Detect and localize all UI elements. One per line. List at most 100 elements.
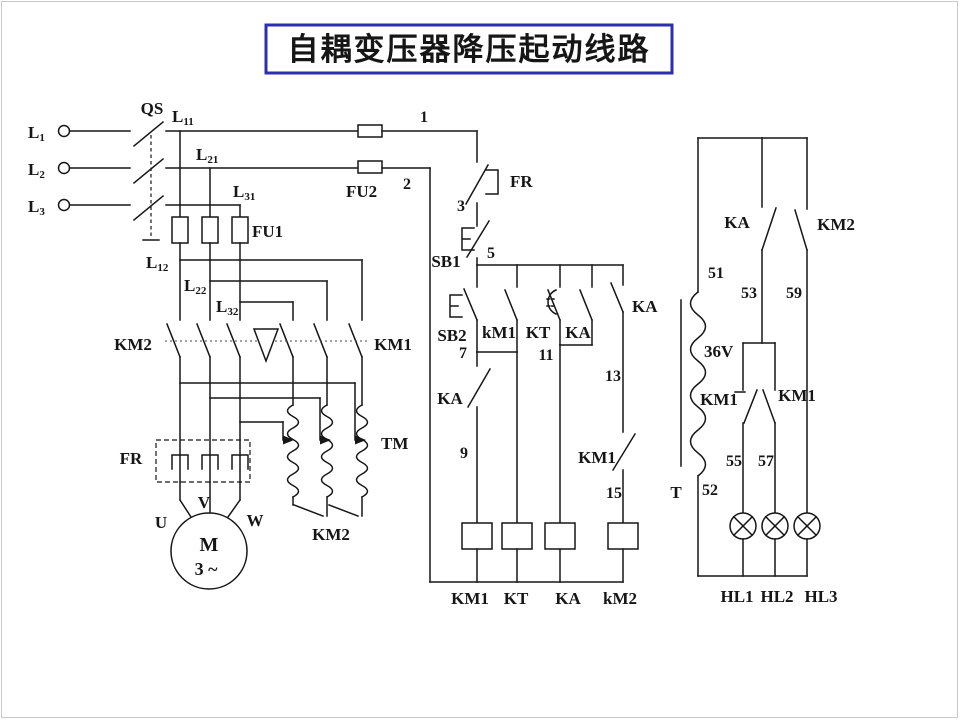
label-V: V: [198, 493, 211, 512]
node-59: 59: [786, 285, 802, 302]
ka-hold-contact: KA 13: [605, 264, 658, 433]
lamp-km1-changeover: KM1 KM1 55 57: [700, 342, 816, 514]
star-contacts-KM2: KM2: [292, 496, 363, 544]
label-FR-contact: FR: [510, 172, 533, 191]
tap-arrow: [355, 435, 366, 445]
node-3: 3: [457, 198, 465, 215]
label-km1-aux: kM1: [482, 323, 516, 342]
label-W: W: [247, 511, 264, 530]
label-lamp-KM2: KM2: [817, 215, 855, 234]
node-1: 1: [420, 109, 428, 126]
terminal-L3: [57, 198, 71, 212]
label-FR-main: FR: [120, 449, 143, 468]
stop-button-SB1: SB1 5: [431, 219, 495, 271]
autotransformer-winding: [286, 403, 300, 499]
ka-nc-contact: KA 9: [437, 351, 492, 524]
tap-wires: [179, 382, 366, 445]
node-52: 52: [702, 482, 718, 499]
lamp-km2-contact: KM2 59: [786, 137, 855, 514]
label-SB2: SB2: [437, 326, 466, 345]
label-FU1: FU1: [252, 222, 283, 241]
label-coil-KA: KA: [555, 589, 581, 608]
terminal-L2: [57, 161, 71, 175]
node-53: 53: [741, 285, 757, 302]
switch-QS: QS: [132, 99, 165, 241]
start-button-SB2: SB2: [437, 264, 478, 353]
label-KM2-main: KM2: [114, 335, 152, 354]
label-L32: L32: [216, 297, 239, 318]
transformer-winding: [689, 290, 707, 478]
coil-KM1: [461, 522, 493, 550]
lamps: HL1 HL2 HL3: [720, 512, 838, 606]
lamp-circuit: 51 36V T 52 KA 53 KM1 KM1: [670, 137, 855, 606]
label-KM1-main: KM1: [374, 335, 412, 354]
km1-nc-contact: KM1 15: [578, 432, 637, 524]
label-coil-kM2: kM2: [603, 589, 637, 608]
main-circuit: KM2 KM1: [114, 323, 412, 590]
kt-contact: KT: [526, 264, 561, 346]
coil-KM2: [607, 522, 639, 550]
motor-type: 3 ~: [195, 559, 219, 579]
tap-arrow: [283, 435, 294, 445]
node-13: 13: [605, 368, 621, 385]
autotransformer-TM: TM: [286, 403, 408, 499]
title-box: 自耦变压器降压起动线路: [264, 23, 674, 75]
label-KA-contact: KA: [565, 323, 591, 342]
label-T: T: [670, 483, 682, 502]
label-km1-right: KM1: [778, 386, 816, 405]
label-TM: TM: [381, 434, 408, 453]
label-coil-KT: KT: [504, 589, 529, 608]
node-11: 11: [538, 347, 553, 364]
label-L3: L3: [28, 197, 45, 218]
km1-aux-contact: kM1: [482, 264, 518, 353]
label-HL2: HL2: [760, 587, 793, 606]
supply-section: L1 L2 L3 QS L11 L21 L31 FU1: [28, 99, 363, 321]
coil-KA: [544, 522, 576, 550]
label-36V: 36V: [704, 342, 734, 361]
autotransformer-winding: [355, 403, 369, 499]
linkage-triangle: [252, 328, 280, 364]
control-circuit: FU2 1 2 FR 3 SB1 5: [346, 109, 658, 608]
control-transformer-T: 51 36V T 52: [670, 137, 734, 577]
motor: U V W M 3 ~: [155, 481, 264, 590]
contactor-KM2-main-poles: KM2: [114, 323, 241, 358]
fuse-FU1: FU1: [171, 216, 283, 244]
label-FU2: FU2: [346, 182, 377, 201]
page-title: 自耦变压器降压起动线路: [288, 32, 651, 67]
thermal-relay-FR: FR: [120, 439, 251, 483]
label-L11: L11: [172, 107, 194, 128]
coil-KT: [501, 522, 533, 550]
label-KT-contact: KT: [526, 323, 551, 342]
label-SB1: SB1: [431, 252, 460, 271]
motor-symbol: M: [200, 534, 219, 556]
title-border: [264, 23, 674, 75]
label-QS: QS: [141, 99, 164, 118]
node-2: 2: [403, 176, 411, 193]
label-L1: L1: [28, 123, 45, 144]
label-L12: L12: [146, 253, 169, 274]
label-lamp-KA: KA: [724, 213, 750, 232]
coils: KM1 KT KA kM2: [451, 522, 639, 608]
node-7: 7: [459, 345, 467, 362]
node-57: 57: [758, 453, 774, 470]
fr-nc-contact: FR 3: [457, 130, 533, 227]
node-9: 9: [460, 445, 468, 462]
label-km1-nc: KM1: [578, 448, 616, 467]
node-55: 55: [726, 453, 742, 470]
autotransformer-winding: [320, 403, 334, 499]
label-KM2-star: KM2: [312, 525, 350, 544]
label-L21: L21: [196, 145, 218, 166]
terminal-L1: [57, 124, 71, 138]
tap-arrow: [320, 435, 331, 445]
motor-circle: [170, 512, 248, 590]
label-U: U: [155, 513, 167, 532]
label-ka-hold: KA: [632, 297, 658, 316]
node-5: 5: [487, 245, 495, 262]
node-15: 15: [606, 485, 622, 502]
ka-contact: KA: [565, 264, 593, 346]
label-L22: L22: [184, 276, 207, 297]
label-km1-left: KM1: [700, 390, 738, 409]
